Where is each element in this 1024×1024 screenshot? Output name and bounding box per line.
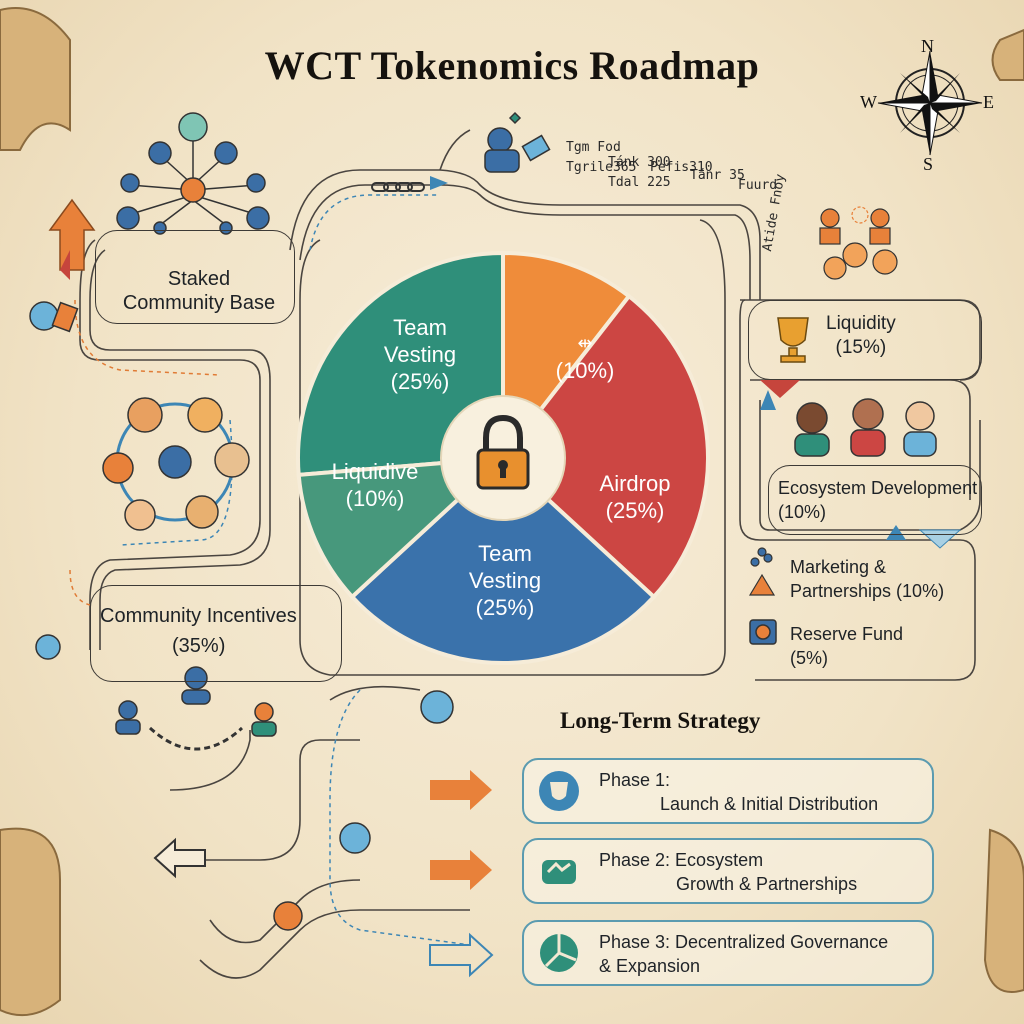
staked-community-box <box>95 230 295 324</box>
community-incentives-box <box>90 585 342 682</box>
phase-3-card: Phase 3: Decentralized Governance & Expa… <box>522 920 934 986</box>
pie-label-unnamed-pct: (10%) <box>555 358 615 383</box>
left-arrow-icon <box>153 837 206 879</box>
compass-s: S <box>923 154 934 174</box>
pie-slice-3 <box>349 455 657 665</box>
pie-label-airdrop: Airdrop (25%) <box>599 471 671 523</box>
marketing-label: Marketing & Partnerships (10%) <box>790 557 945 601</box>
phase-1-line2: Launch & Initial Distribution <box>660 794 879 814</box>
scroll-icon <box>0 7 1024 1017</box>
pie-label-team-vesting-bottom: Team Vesting (25%) <box>468 541 542 620</box>
liquidity-box <box>748 300 982 380</box>
arrow-icon <box>430 176 448 190</box>
ecosystem-label: Ecosystem Development (10%) <box>778 478 978 522</box>
reserve-label: Reserve Fund (5%) <box>790 624 904 668</box>
scribble-6: Fuurd <box>738 178 778 193</box>
page-title: WCT Tokenomics Roadmap <box>264 43 760 88</box>
phase-3-line2: & Expansion <box>599 956 701 976</box>
community-incentives-label: Community Incentives <box>100 605 297 627</box>
phase-1-card: Phase 1: Launch & Initial Distribution <box>522 758 934 824</box>
phase-2-line1: Phase 2: Ecosystem <box>599 850 764 870</box>
scribble-4: Pefis310 <box>650 160 713 175</box>
scribble-3: Tdal 225 <box>608 175 671 190</box>
chain-icon <box>371 182 425 192</box>
phase-arrow-icons <box>429 770 494 978</box>
pie-label-unnamed: ⇹ (10%) <box>530 330 640 384</box>
up-arrow-icon <box>48 198 96 280</box>
compass-n: N <box>921 36 934 56</box>
handshake-icon <box>542 860 576 884</box>
compass-w: W <box>860 92 877 112</box>
pie-icon <box>540 934 578 972</box>
scribble-0: Tgm Fod <box>566 140 621 155</box>
strategy-title: Long-Term Strategy <box>560 708 761 733</box>
ecosystem-box <box>768 465 982 535</box>
pie-label-liquidive: Liquidive (10%) <box>331 459 419 511</box>
community-incentives-pct: (35%) <box>172 635 226 657</box>
pie-label-icon: ⇹ <box>577 333 593 353</box>
pie-label-team-vesting-top: Team Vesting (25%) <box>383 315 457 394</box>
phase-2-line2: Growth & Partnerships <box>676 874 858 894</box>
scribble-5: Tánr 35 <box>690 168 745 183</box>
scribble-1: Tgrile365 <box>566 160 637 175</box>
compass-e: E <box>983 92 994 112</box>
shield-icon <box>539 771 579 811</box>
liquidity-label: Liquidity (15%) <box>826 313 896 358</box>
phase-1-line1: Phase 1: <box>599 770 671 790</box>
staked-community-label: Staked Community Base <box>122 268 276 314</box>
phase-3-line1: Phase 3: Decentralized Governance <box>599 932 889 952</box>
scribble-2: Tánk 300 <box>608 155 671 170</box>
pie-slice-2 <box>500 293 710 600</box>
phase-2-card: Phase 2: Ecosystem Growth & Partnerships <box>522 838 934 904</box>
